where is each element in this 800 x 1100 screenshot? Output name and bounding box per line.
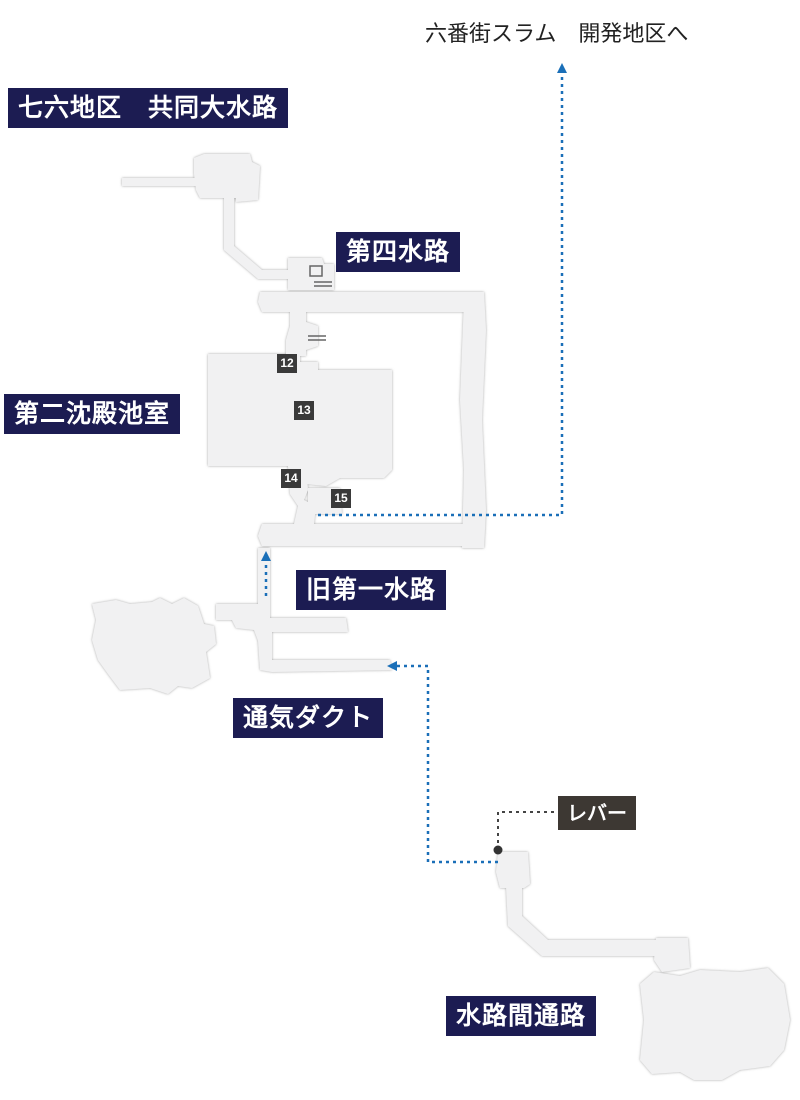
destination-label: 六番街スラム 開発地区へ [425, 22, 689, 47]
old-first-lower [258, 640, 392, 672]
area-label-main-channel: 七六地区 共同大水路 [8, 88, 289, 128]
west-hall [92, 598, 216, 694]
diagonal-passage [506, 886, 658, 956]
marker-14: 14 [281, 469, 301, 488]
route-vent [387, 661, 498, 864]
upper-channel [258, 292, 484, 312]
room-details [308, 265, 332, 341]
area-label-second-settling-pool: 第二沈殿池室 [4, 394, 181, 434]
area-label-inter-channel-passage: 水路間通路 [446, 996, 597, 1036]
marker-13: 13 [294, 401, 314, 420]
old-first-channel [216, 604, 348, 646]
top-left-room [194, 154, 260, 202]
old-first-vertical [258, 548, 270, 604]
marker-12: 12 [277, 354, 297, 373]
passage-connector [654, 938, 690, 972]
entry-corridor [122, 178, 196, 186]
lever-leader [497, 811, 554, 850]
passage-hall [640, 968, 790, 1080]
area-label-fourth-channel: 第四水路 [336, 232, 461, 272]
right-channel [460, 292, 486, 548]
lever-label: レバー [558, 796, 636, 830]
fourth-channel-room [288, 258, 334, 290]
vertical-corridor-a [224, 198, 290, 279]
area-label-vent-duct: 通気ダクト [233, 698, 384, 738]
stair-detail-a [309, 265, 323, 277]
lever-point [493, 845, 503, 855]
floor-plan [92, 154, 790, 1080]
route-to-slums [318, 63, 567, 517]
second-settling-pool [208, 354, 392, 486]
lower-channel [258, 524, 484, 546]
marker-15: 15 [331, 489, 351, 508]
lever-room [496, 852, 530, 888]
connector-upper [286, 312, 318, 356]
area-label-old-first-channel: 旧第一水路 [296, 570, 447, 610]
